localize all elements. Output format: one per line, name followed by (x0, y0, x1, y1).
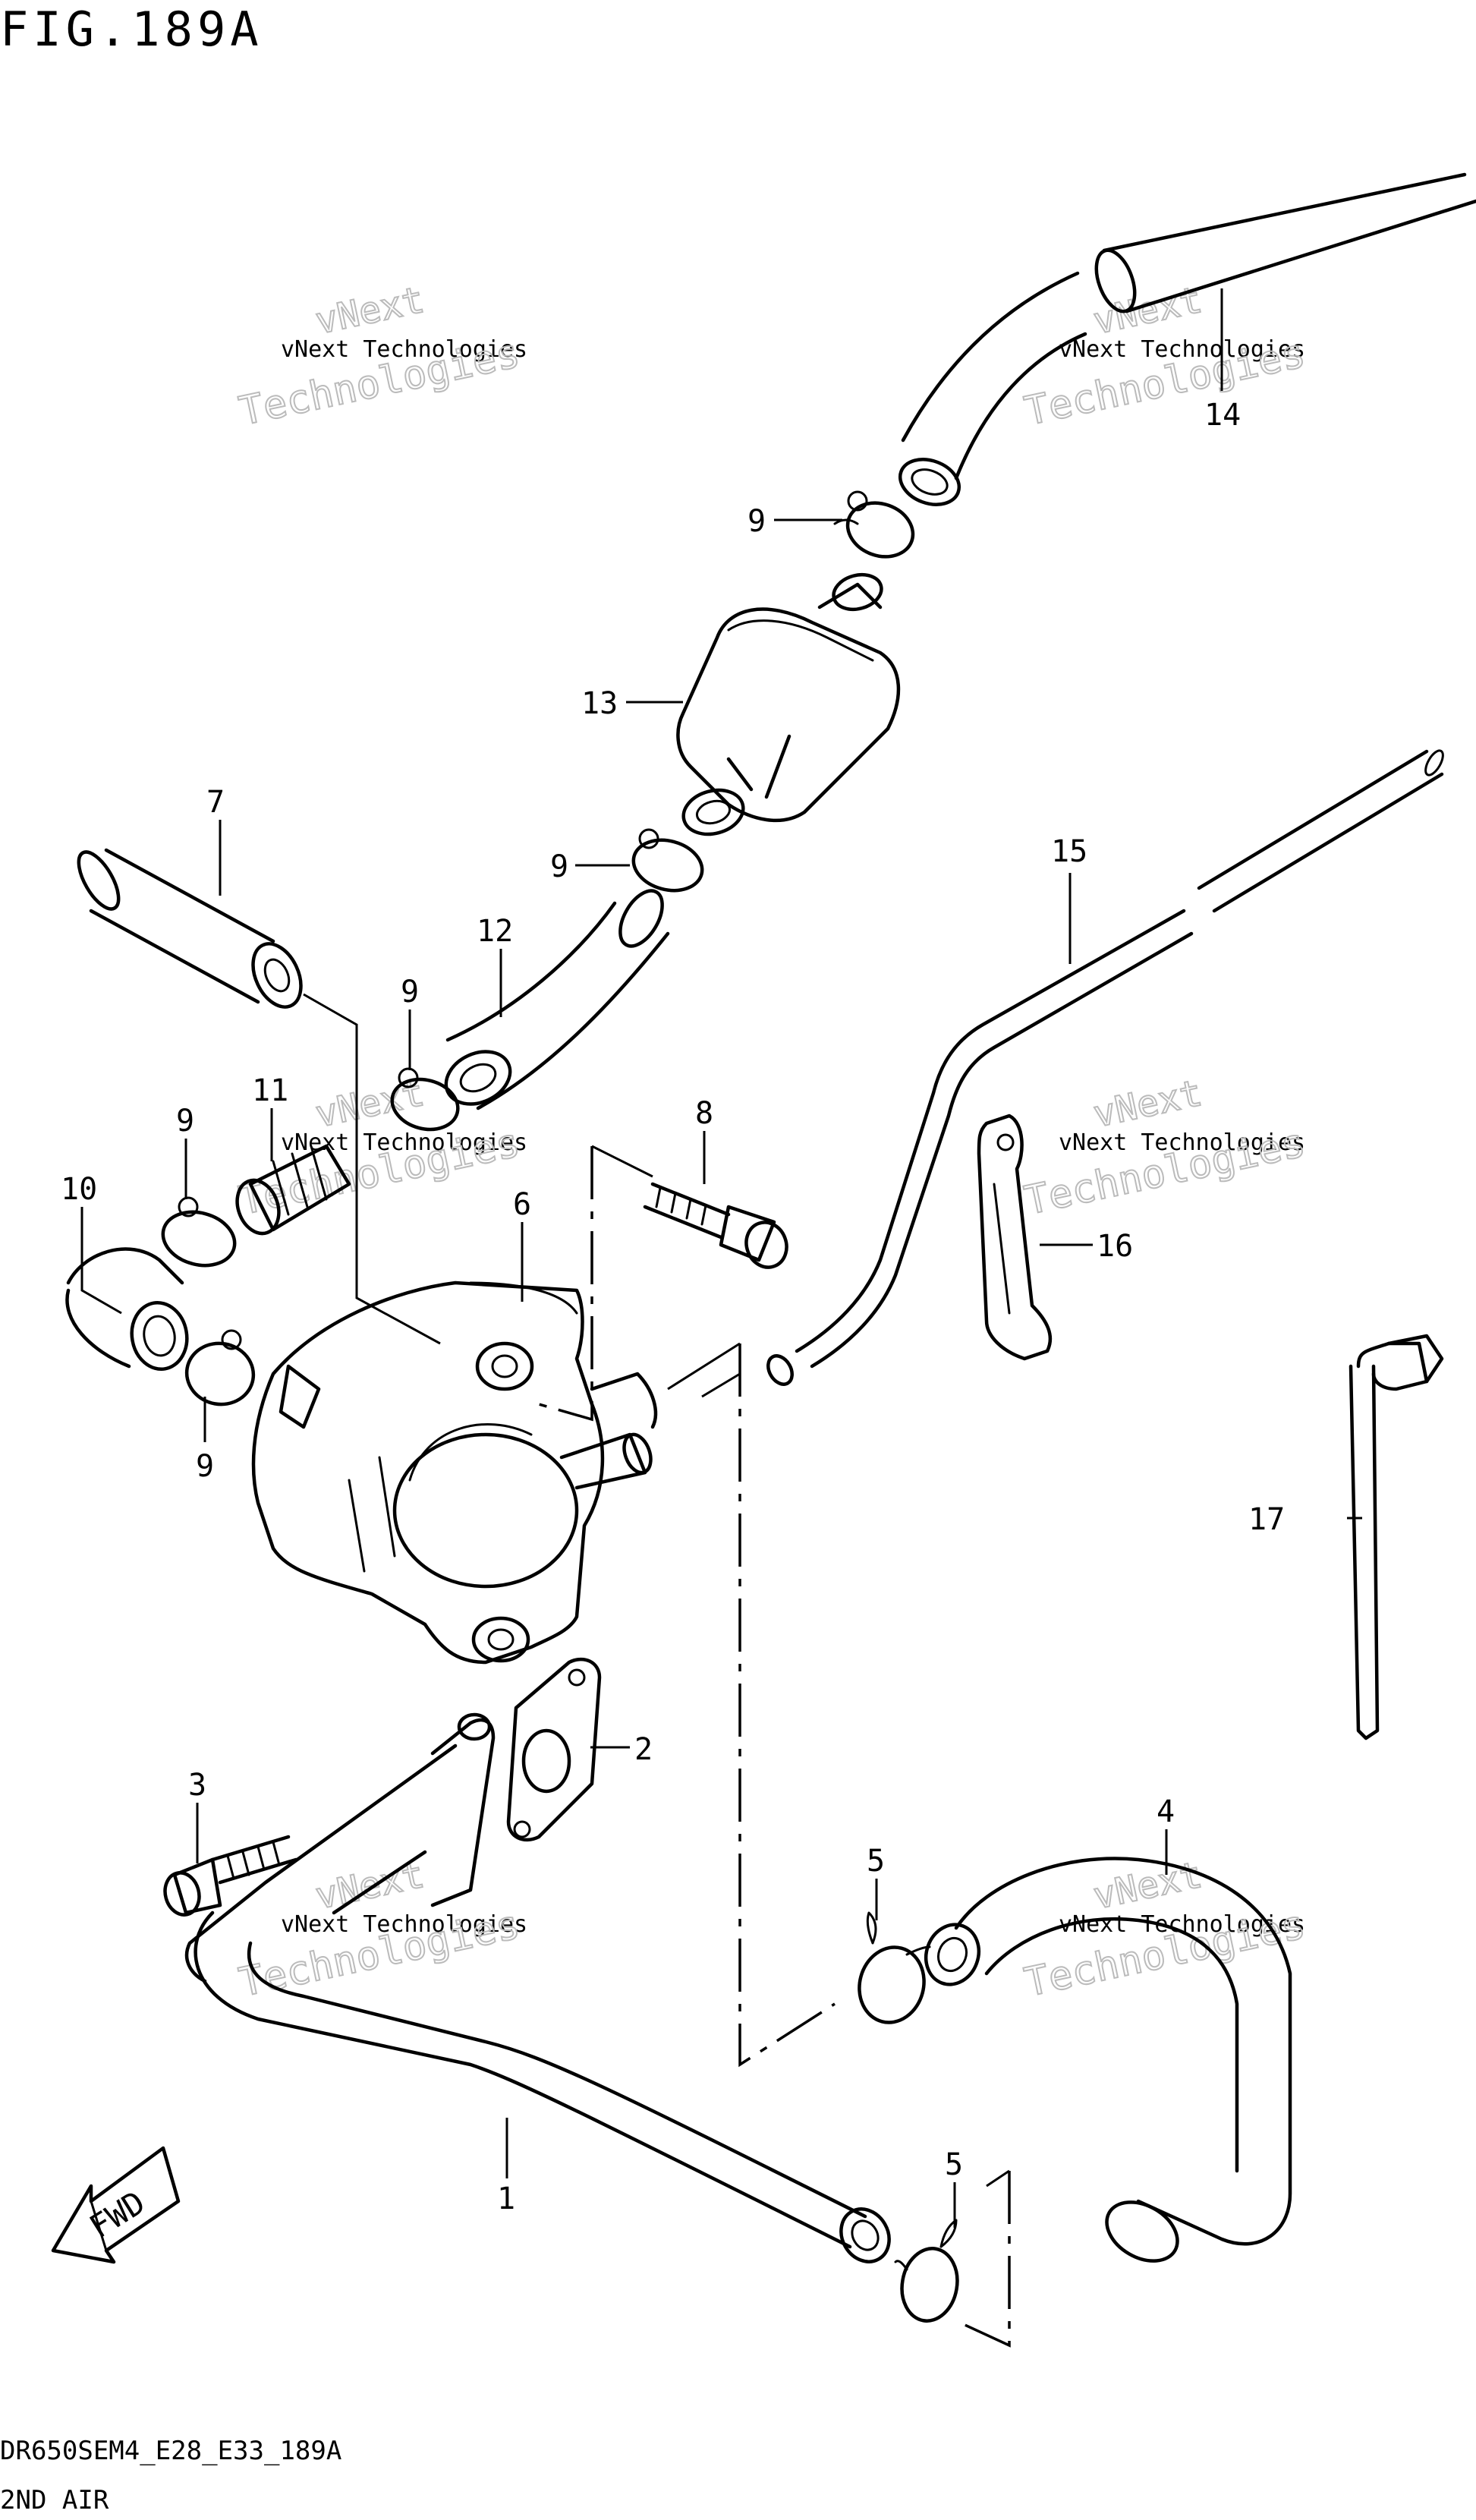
callout-12: 12 (477, 914, 513, 949)
callout-3: 3 (188, 1768, 206, 1803)
svg-text:vNext: vNext (1090, 1854, 1206, 1918)
drawing-code: DR650SEM4_E28_E33_189A (0, 2436, 341, 2466)
svg-text:vNext: vNext (1090, 279, 1206, 343)
callout-6: 6 (513, 1187, 531, 1222)
callout-15: 15 (1051, 834, 1087, 869)
part-13-check-valve[interactable] (676, 569, 901, 840)
part-15-tube[interactable] (763, 748, 1446, 1388)
part-3-bolt[interactable] (161, 1835, 298, 1919)
callout-2: 2 (634, 1732, 653, 1767)
fwd-label: FWD (83, 2184, 151, 2246)
part-7-hose[interactable] (71, 846, 310, 1015)
callout-9: 9 (401, 975, 419, 1010)
callout-13: 13 (581, 686, 618, 721)
part-6-air-valve[interactable] (251, 1280, 658, 1665)
svg-text:vNext Technologies: vNext Technologies (281, 1129, 527, 1156)
svg-text:vNext Technologies: vNext Technologies (281, 1911, 527, 1938)
svg-text:vNext Technologies: vNext Technologies (281, 336, 527, 363)
callout-11: 11 (252, 1073, 288, 1108)
fwd-arrow: FWD (51, 2146, 181, 2264)
part-9-clamp-b[interactable] (628, 828, 707, 898)
dashed-guide-lines (303, 993, 1011, 2348)
part-2-gasket[interactable] (506, 1657, 602, 1842)
watermark-mid-right: vNext Technologies vNext Technologies (1020, 1071, 1310, 1225)
part-9-clamp-c[interactable] (386, 1067, 464, 1136)
part-14-hose[interactable] (894, 172, 1476, 512)
callout-16: 16 (1097, 1229, 1133, 1264)
part-17-sensor[interactable] (1349, 1334, 1444, 1740)
callout-1: 1 (497, 2181, 515, 2216)
part-9-clamp-a[interactable] (833, 490, 921, 565)
callout-5: 5 (867, 1844, 885, 1879)
section-name: 2ND AIR (0, 2485, 109, 2515)
callout-4: 4 (1157, 1794, 1175, 1829)
callout-7: 7 (206, 785, 225, 820)
svg-text:vNext Technologies: vNext Technologies (1059, 1129, 1305, 1156)
part-5-clamp-b[interactable] (894, 2219, 963, 2326)
svg-text:vNext: vNext (1090, 1072, 1206, 1136)
figure-title: FIG.189A (0, 2, 263, 57)
callout-5: 5 (945, 2147, 963, 2182)
watermark-top-left: vNext Technologies vNext Technologies (234, 278, 527, 436)
callout-9: 9 (747, 504, 766, 539)
part-9-clamp-e[interactable] (182, 1329, 259, 1410)
part-9-clamp-d[interactable] (157, 1196, 241, 1273)
callout-labels: 14 9 13 7 9 12 15 9 11 9 10 8 6 16 9 17 … (61, 398, 1285, 2216)
callout-14: 14 (1204, 398, 1241, 433)
part-12-hose[interactable] (438, 884, 671, 1114)
watermark-bottom-right: vNext Technologies vNext Technologies (1020, 1853, 1310, 2007)
callout-9: 9 (176, 1104, 194, 1139)
callout-10: 10 (61, 1172, 97, 1207)
leader-lines (80, 288, 1362, 2228)
callout-9: 9 (196, 1449, 214, 1484)
part-1-pipe[interactable] (184, 1712, 899, 2270)
svg-text:vNext: vNext (312, 279, 428, 343)
part-11-connector[interactable] (230, 1144, 351, 1240)
watermark-bottom-left: vNext Technologies vNext Technologies (234, 1853, 527, 2007)
part-16-bracket[interactable] (977, 1114, 1053, 1361)
callout-8: 8 (695, 1096, 713, 1131)
part-8-bolt[interactable] (643, 1182, 793, 1273)
part-10-elbow-hose[interactable] (65, 1247, 192, 1374)
watermark-mid-left: vNext Technologies vNext Technologies (234, 1071, 527, 1225)
part-5-clamp-a[interactable] (851, 1911, 932, 2030)
svg-text:vNext Technologies: vNext Technologies (1059, 336, 1305, 363)
part-4-hose[interactable] (917, 1857, 1292, 2273)
callout-9: 9 (550, 849, 568, 884)
watermark-top-right: vNext Technologies vNext Technologies (1020, 278, 1310, 436)
callout-17: 17 (1248, 1502, 1285, 1537)
